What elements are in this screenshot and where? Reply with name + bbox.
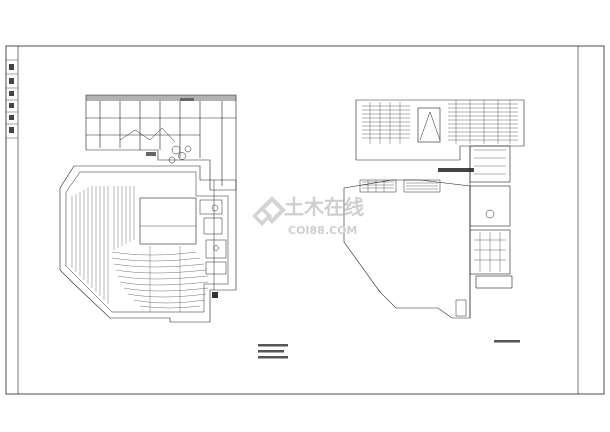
watermark-latin-text: COI88.COM: [288, 224, 357, 237]
left-plan-notes: [258, 344, 288, 359]
title-strip: [6, 46, 19, 394]
watermark-logo-icon: [252, 196, 286, 226]
watermark: 土木在线 COI88.COM: [252, 195, 364, 237]
watermark-chinese-text: 土木在线: [284, 195, 364, 219]
auditorium-seating: [71, 186, 209, 312]
left-plan-service-rooms: [199, 180, 227, 298]
right-floor-plan: [343, 99, 525, 319]
left-floor-plan: [59, 94, 237, 323]
right-plan-note: [494, 340, 520, 343]
sheet-border: [5, 45, 605, 395]
